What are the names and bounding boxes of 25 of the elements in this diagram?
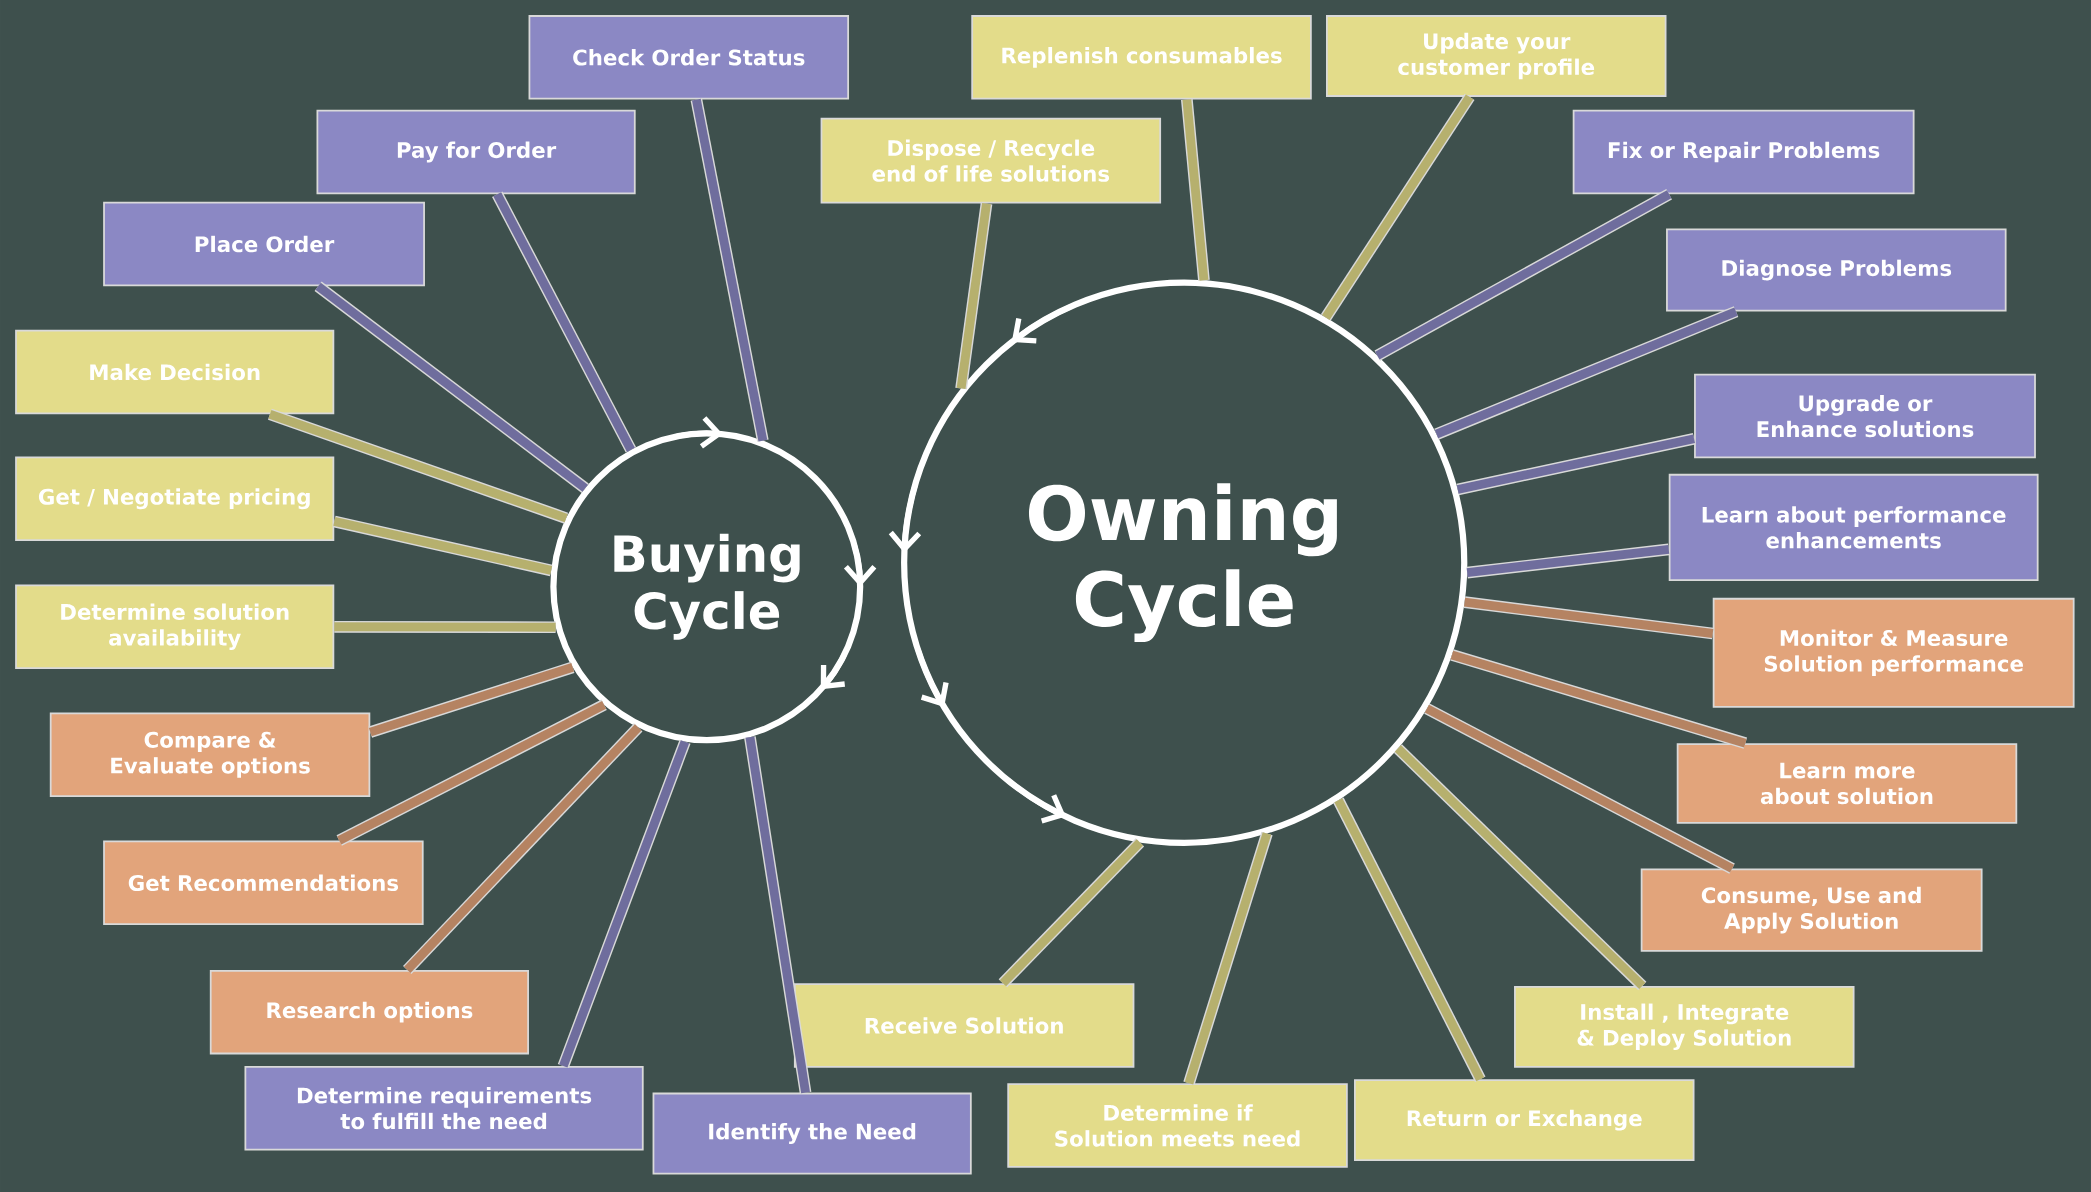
callout-box: Make Decision bbox=[15, 329, 335, 415]
callout-box: Determine solution availability bbox=[15, 584, 335, 669]
callout-box: Update your customer profile bbox=[1326, 15, 1667, 97]
callout-box: Fix or Repair Problems bbox=[1572, 109, 1915, 195]
callout-box: Dispose / Recycle end of life solutions bbox=[820, 117, 1162, 204]
callout-box: Return or Exchange bbox=[1354, 1079, 1695, 1161]
callout-box: Pay for Order bbox=[316, 109, 636, 195]
callout-box: Monitor & Measure Solution performance bbox=[1712, 597, 2075, 708]
callout-box: Get Recommendations bbox=[103, 840, 424, 925]
callout-box: Diagnose Problems bbox=[1666, 228, 2007, 312]
callout-box: Replenish consumables bbox=[971, 15, 1312, 100]
callout-box: Install , Integrate & Deploy Solution bbox=[1514, 985, 1855, 1068]
callout-box: Get / Negotiate pricing bbox=[15, 456, 335, 541]
callout-box: Compare & Evaluate options bbox=[49, 712, 371, 797]
callout-box: Research options bbox=[209, 969, 529, 1055]
callout-box: Check Order Status bbox=[528, 15, 850, 100]
callout-box: Determine if Solution meets need bbox=[1007, 1083, 1348, 1168]
callout-box: Identify the Need bbox=[652, 1092, 972, 1175]
callout-box: Learn about performance enhancements bbox=[1668, 473, 2039, 581]
callout-box: Determine requirements to fulfill the need bbox=[244, 1065, 644, 1151]
callout-box: Upgrade or Enhance solutions bbox=[1694, 373, 2036, 459]
callout-box: Learn more about solution bbox=[1676, 743, 2018, 824]
callout-box: Consume, Use and Apply Solution bbox=[1640, 868, 1983, 952]
callout-box: Receive Solution bbox=[793, 983, 1135, 1068]
callout-box: Place Order bbox=[103, 201, 425, 287]
